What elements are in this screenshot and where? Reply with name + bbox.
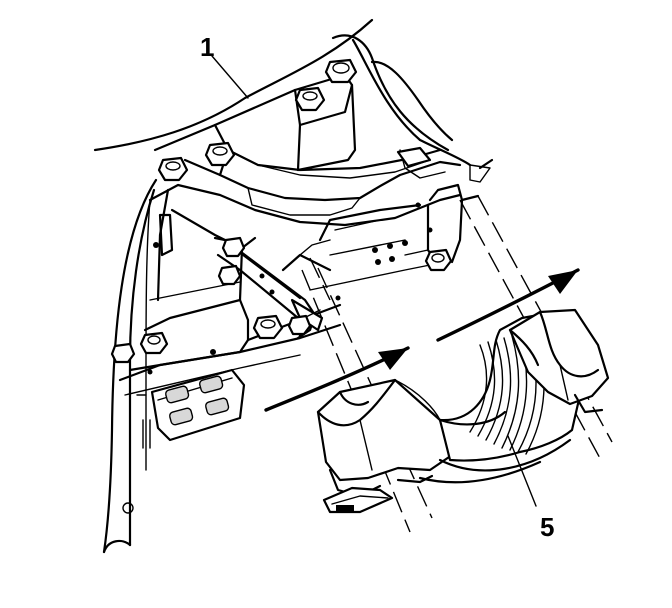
bolt-icon — [287, 314, 312, 336]
dash-holes — [147, 202, 433, 375]
mounting-bolts — [110, 58, 453, 364]
bolt-icon — [294, 86, 326, 112]
bolt-icon — [139, 331, 169, 355]
switch-icon — [165, 385, 190, 404]
bolt-icon — [221, 236, 246, 258]
switch-icon — [205, 397, 230, 416]
bolt-icon — [324, 58, 358, 84]
installation-arrows — [264, 268, 580, 412]
bolt-icon — [252, 314, 284, 340]
bolt-icon — [217, 264, 242, 286]
callout-label: 1 — [200, 32, 214, 62]
switch-icon — [169, 407, 194, 426]
switch-icon — [199, 375, 224, 394]
switch-panel — [150, 368, 246, 442]
bolt-icon — [424, 248, 453, 272]
bolt-icon — [204, 141, 236, 167]
bolt-icon — [110, 342, 136, 364]
callout-label: 5 — [540, 512, 554, 542]
bolt-icon — [157, 156, 189, 182]
callout-1: 1 — [200, 32, 249, 99]
instrument-panel-upper — [93, 18, 472, 167]
air-duct-assembly — [316, 308, 610, 514]
callout-5: 5 — [507, 435, 554, 542]
